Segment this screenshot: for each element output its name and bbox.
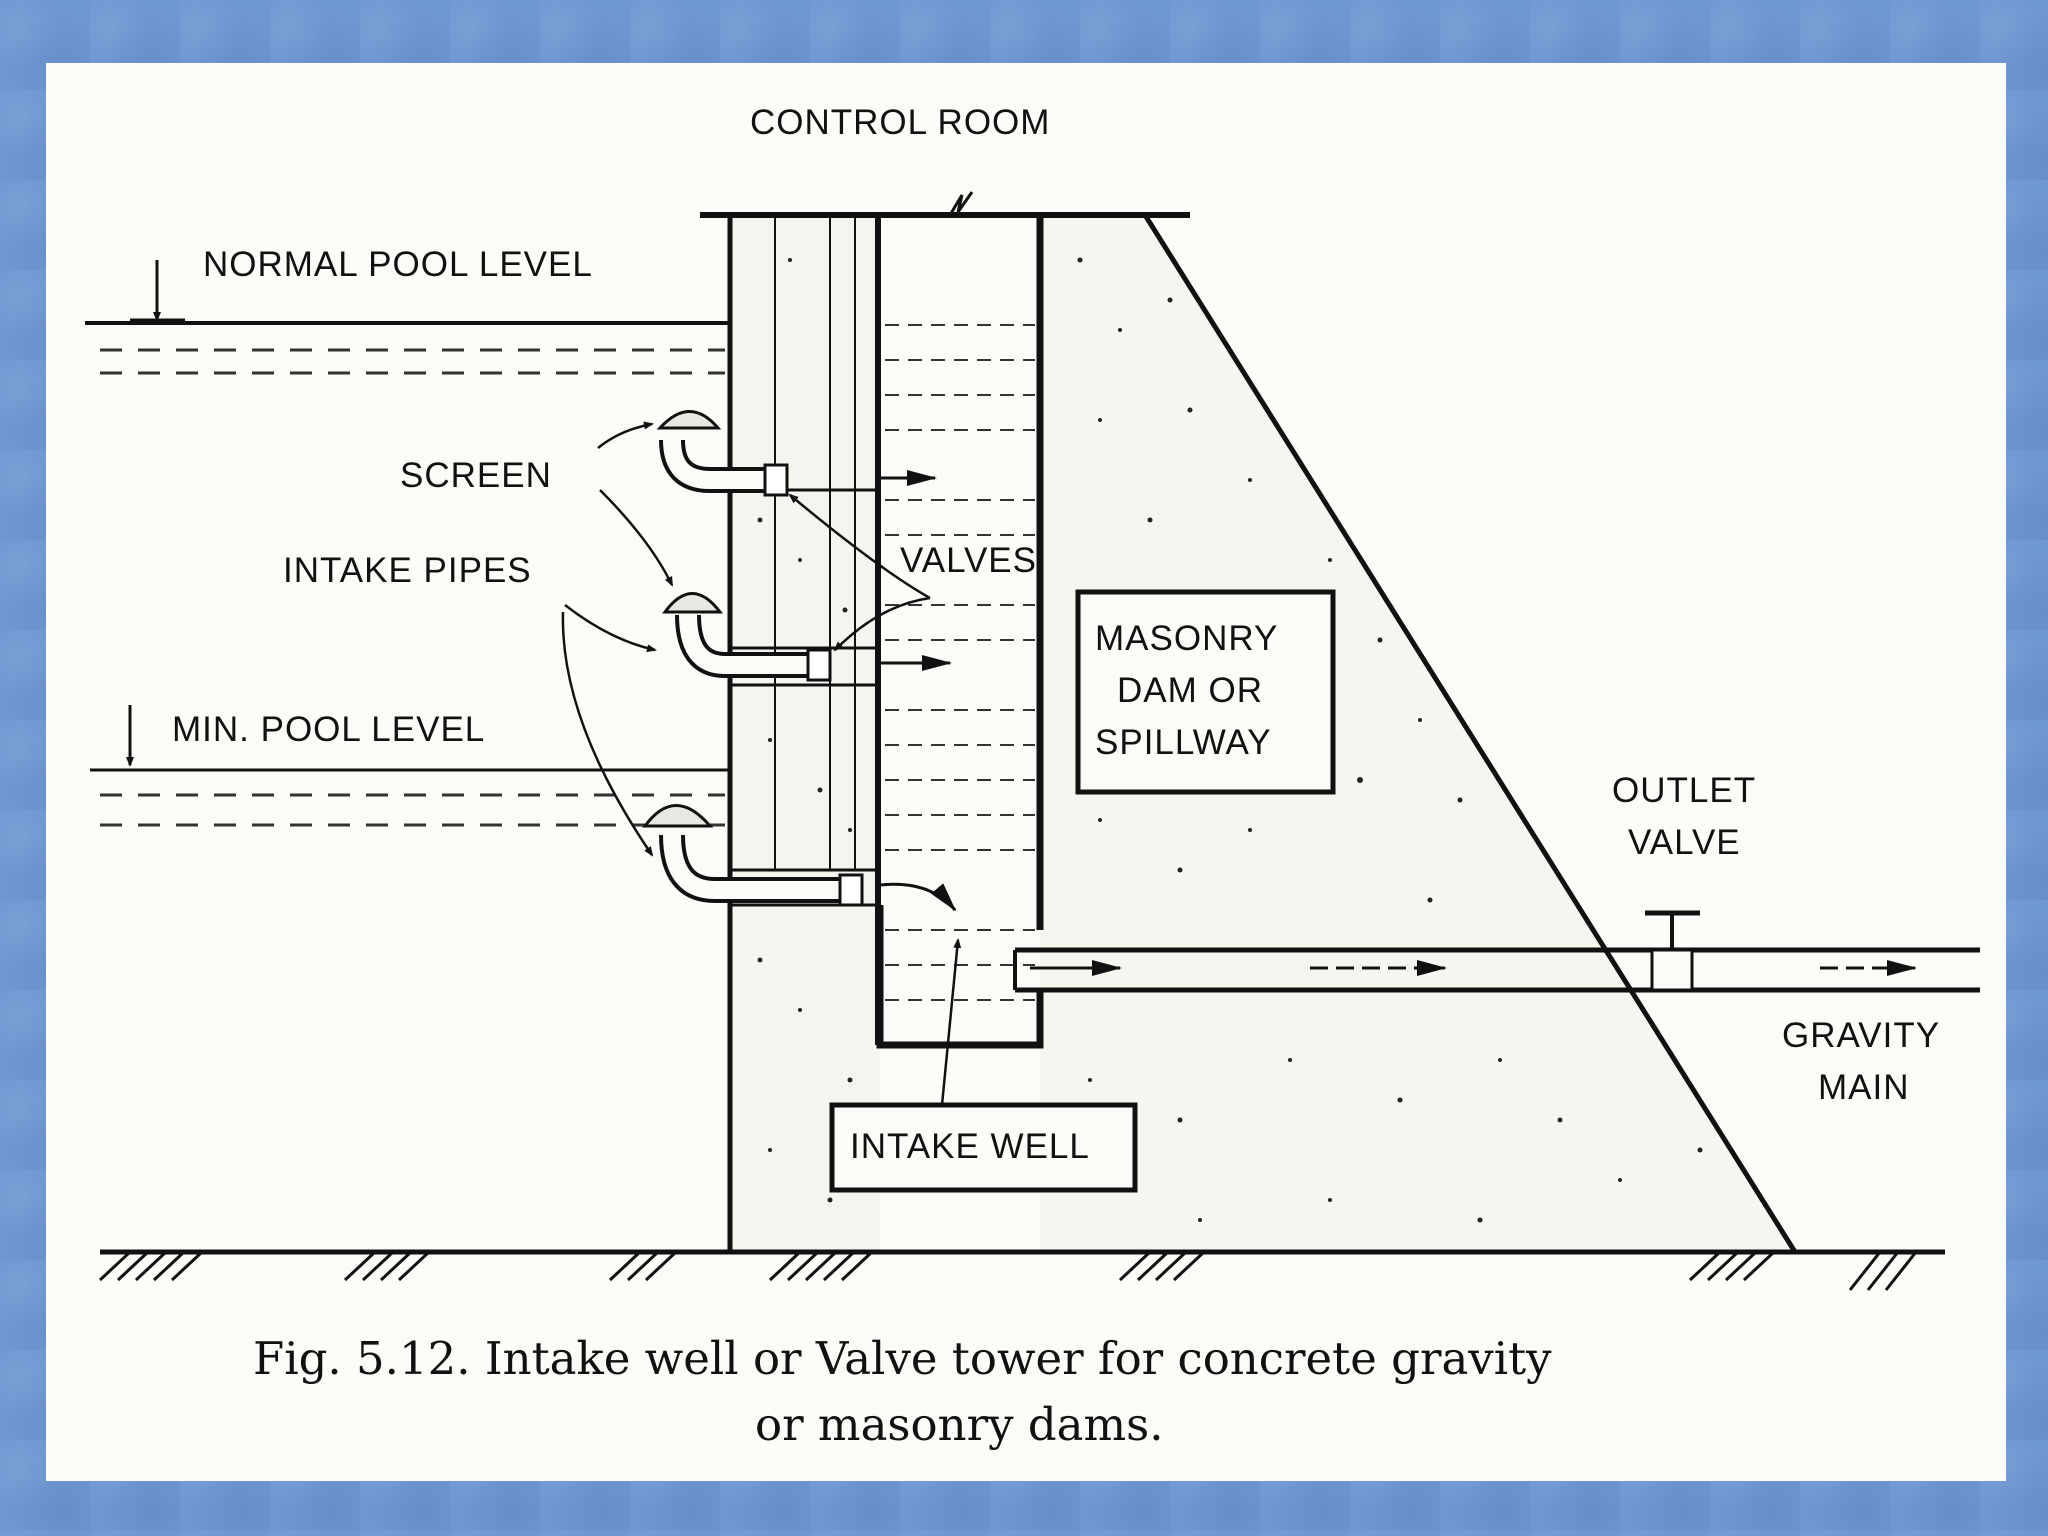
intake-well-label: INTAKE WELL xyxy=(850,1127,1090,1166)
control-room-label: CONTROL ROOM xyxy=(750,103,1050,142)
valve-icon xyxy=(806,648,832,682)
outlet-valve-label-line2: VALVE xyxy=(1628,823,1741,862)
masonry-dam-label-line1: MASONRY xyxy=(1095,619,1278,658)
valve-tower xyxy=(700,191,1190,1252)
figure-caption-line1: Fig. 5.12. Intake well or Valve tower fo… xyxy=(253,1332,1552,1385)
valve-icon xyxy=(838,873,864,907)
screen-icon xyxy=(656,410,722,430)
screen-icon xyxy=(662,592,724,614)
concrete-stipple xyxy=(757,257,1703,1223)
intake-well-label-box xyxy=(829,1102,1138,1193)
gravity-main-label-line1: GRAVITY xyxy=(1782,1016,1940,1055)
normal-pool-level-label: NORMAL POOL LEVEL xyxy=(203,245,593,284)
intake-pipe-upper xyxy=(656,410,937,497)
outlet-valve-icon xyxy=(1650,948,1694,992)
gravity-main-pipe xyxy=(1013,910,1980,993)
gravity-main-label-line2: MAIN xyxy=(1818,1068,1910,1107)
min-pool-level-label: MIN. POOL LEVEL xyxy=(172,710,485,749)
screen-label: SCREEN xyxy=(400,456,552,495)
normal-pool-water xyxy=(85,260,730,375)
leader-lines xyxy=(561,421,962,1106)
valves-label: VALVES xyxy=(900,541,1037,580)
break-line-icon xyxy=(948,191,974,216)
masonry-dam-label-line2: DAM OR xyxy=(1117,671,1263,710)
masonry-dam-label-box xyxy=(1075,589,1336,795)
ground-line xyxy=(98,1249,1945,1291)
outlet-valve-label-line1: OUTLET xyxy=(1612,771,1756,810)
valve-icon xyxy=(763,463,789,497)
intake-pipe-middle xyxy=(662,592,952,682)
masonry-dam-label-line3: SPILLWAY xyxy=(1095,723,1272,762)
intake-pipe-lower xyxy=(642,804,957,912)
min-pool-water xyxy=(90,705,730,827)
figure-caption-line2: or masonry dams. xyxy=(755,1398,1164,1451)
screen-icon xyxy=(642,804,714,828)
intake-well-chamber xyxy=(876,324,1044,1049)
masonry-dam xyxy=(1036,213,1798,1254)
intake-pipes-label: INTAKE PIPES xyxy=(283,551,532,590)
